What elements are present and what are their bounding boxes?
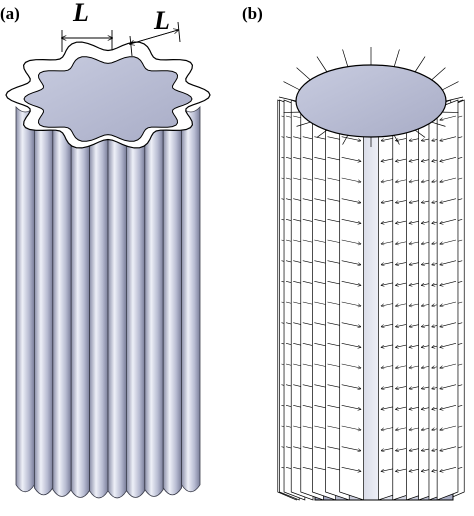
top-spike [342,135,349,145]
flute [34,113,54,496]
dimension-label-l-1: L [73,0,89,27]
top-spikes [278,47,464,147]
top-spike [445,96,464,102]
flow-arrow [440,322,457,327]
flow-arrow [341,260,361,265]
flow-arrow [341,446,361,451]
flow-arrow [341,219,361,223]
flow-arrow [341,198,361,203]
flow-arrow [341,157,361,161]
top-spike [431,121,446,127]
fin [339,99,364,501]
flow-arrow [341,177,361,182]
top-spike [414,56,426,73]
tube-inner-opening [23,56,193,142]
flute [181,105,201,493]
top-spike [414,129,426,138]
top-spike [393,49,400,67]
flow-arrow [341,281,361,285]
panel-b-label: (b) [242,4,263,23]
flow-arrow [341,363,361,368]
flute [162,113,182,496]
dimension-markers [62,21,181,57]
top-spike [393,135,400,145]
flow-arrow [440,425,457,430]
flow-arrow [341,384,361,389]
flute [126,120,146,498]
top-spike [442,81,459,91]
flow-arrow [440,343,457,347]
flow-arrow [440,177,457,182]
fluted-tube-drawing [5,21,211,499]
flute [144,117,164,497]
flow-arrow [440,115,457,120]
top-spike [342,49,349,67]
flow-arrow [341,136,361,141]
flow-arrow [341,322,361,327]
flute [89,121,109,499]
flow-arrow [440,405,457,409]
flow-arrow [440,219,457,223]
top-spike [316,56,328,73]
flow-arrow [440,136,457,141]
tube-flutes [15,105,201,499]
flow-arrow [341,467,361,471]
flow-arrow [341,239,361,244]
flow-arrow [440,157,457,161]
flow-arrow [440,198,457,203]
flow-arrow [440,363,457,368]
flow-arrow [440,467,457,471]
flow-arrow [440,446,457,451]
flow-arrow [341,405,361,409]
top-spike [296,121,311,127]
flow-arrow [440,301,457,306]
flute [70,120,90,498]
finned-cylinder-drawing [277,47,465,501]
dimension-label-l-2: L [154,6,170,35]
fin [436,99,459,501]
top-spike [278,96,297,102]
top-spike [283,81,300,91]
cylinder-top [295,64,447,138]
flow-arrow [341,425,361,430]
flow-arrow [440,239,457,244]
top-spike [296,67,311,81]
flow-arrow [341,343,361,347]
flow-arrow [341,301,361,306]
flute [15,105,35,493]
top-spike [431,67,446,81]
flow-arrow [440,260,457,265]
flow-arrow [440,384,457,389]
panel-a-label: (a) [0,4,20,23]
fins-front [283,99,459,501]
top-spike [316,129,328,138]
flute [52,117,72,497]
flute [107,121,127,499]
flow-arrow [440,281,457,285]
